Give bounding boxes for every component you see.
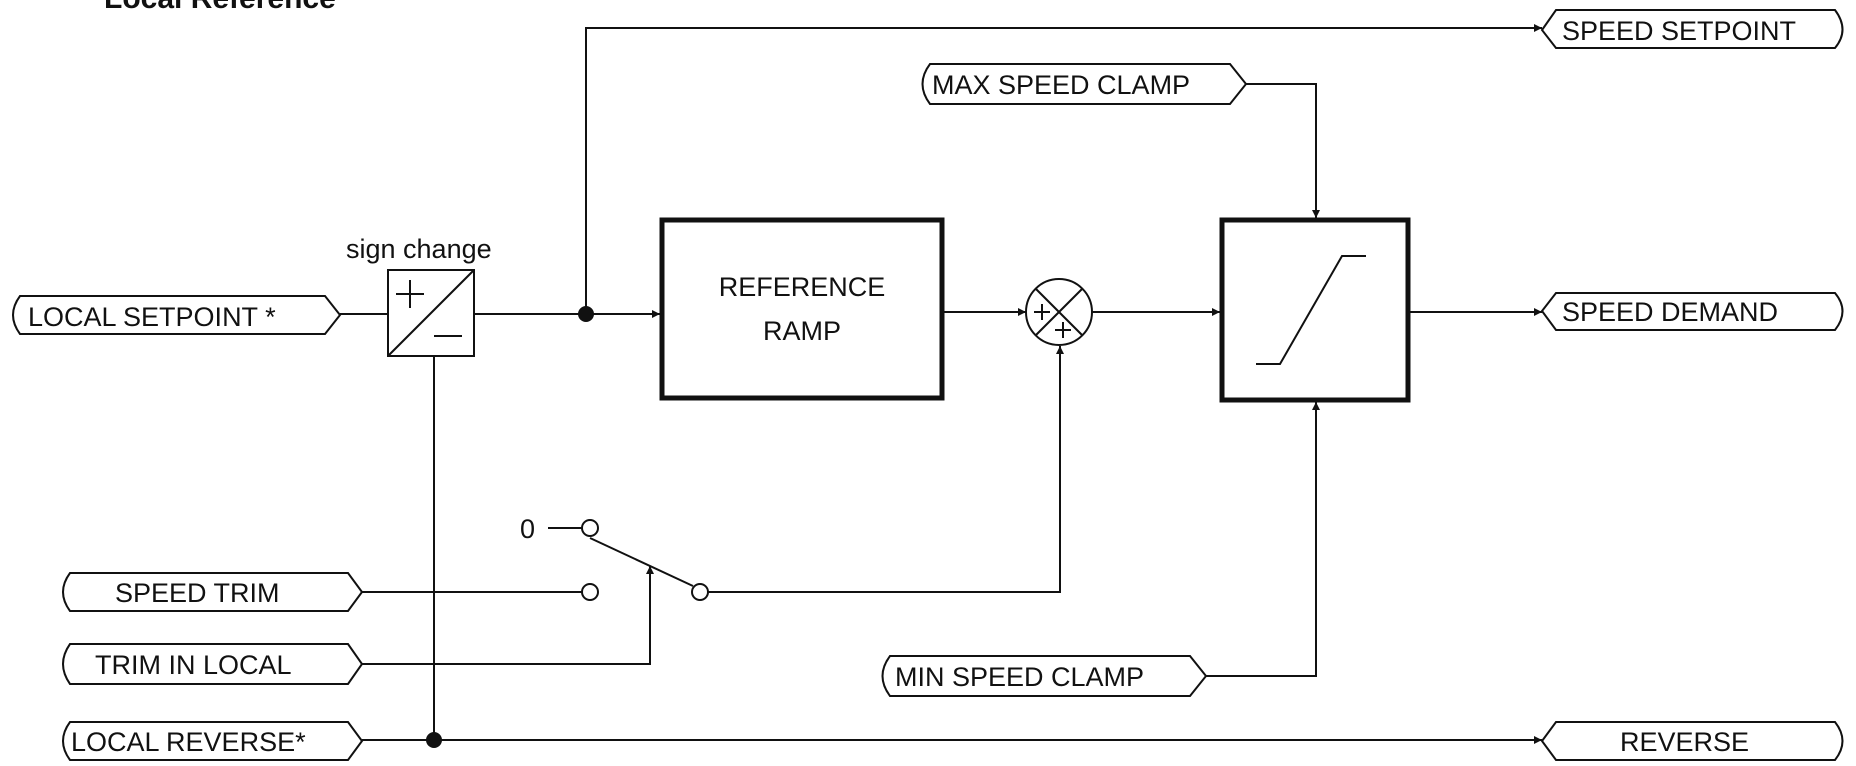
min-speed-clamp-terminal: MIN SPEED CLAMP bbox=[881, 655, 1208, 697]
wire-switch-to-sum bbox=[708, 346, 1064, 593]
min-speed-clamp-label: MIN SPEED CLAMP bbox=[895, 662, 1144, 692]
speed-demand-terminal: SPEED DEMAND bbox=[1540, 292, 1844, 331]
reverse-terminal: REVERSE bbox=[1540, 721, 1844, 761]
sign-change-label: sign change bbox=[346, 234, 492, 264]
local-reverse-label: LOCAL REVERSE* bbox=[71, 727, 306, 757]
max-speed-clamp-label: MAX SPEED CLAMP bbox=[932, 70, 1190, 100]
junction-dot-reverse bbox=[426, 732, 442, 748]
summing-junction bbox=[1025, 278, 1093, 346]
reference-ramp-line2: RAMP bbox=[763, 316, 841, 346]
wire-to-speed-setpoint bbox=[585, 24, 1542, 314]
switch-blade bbox=[589, 537, 694, 587]
switch-contact-zero bbox=[581, 519, 599, 537]
diagram-title: Local Reference bbox=[104, 0, 336, 15]
speed-clamp-block bbox=[1219, 217, 1411, 403]
reference-ramp-line1: REFERENCE bbox=[719, 272, 886, 302]
wire-trim-in-local bbox=[362, 566, 654, 665]
reverse-label: REVERSE bbox=[1620, 727, 1749, 757]
sign-change-block bbox=[387, 269, 475, 357]
local-reverse-terminal: LOCAL REVERSE* bbox=[62, 721, 364, 761]
speed-demand-label: SPEED DEMAND bbox=[1562, 297, 1778, 327]
speed-setpoint-label: SPEED SETPOINT bbox=[1562, 16, 1796, 46]
speed-trim-label: SPEED TRIM bbox=[115, 578, 280, 608]
trim-in-local-label: TRIM IN LOCAL bbox=[95, 650, 292, 680]
trim-switch: 0 bbox=[520, 514, 709, 601]
wire-max-clamp bbox=[1246, 83, 1320, 218]
trim-in-local-terminal: TRIM IN LOCAL bbox=[62, 643, 364, 685]
switch-zero-label: 0 bbox=[520, 514, 535, 544]
wire-min-clamp bbox=[1206, 402, 1320, 677]
switch-common-contact bbox=[691, 583, 709, 601]
speed-trim-terminal: SPEED TRIM bbox=[62, 572, 364, 612]
local-setpoint-label: LOCAL SETPOINT * bbox=[28, 302, 276, 332]
reference-ramp-block bbox=[659, 217, 945, 401]
local-setpoint-terminal: LOCAL SETPOINT * bbox=[12, 295, 342, 335]
max-speed-clamp-terminal: MAX SPEED CLAMP bbox=[921, 63, 1248, 105]
limiter-curve bbox=[1256, 255, 1366, 365]
switch-contact-trim bbox=[581, 583, 599, 601]
speed-setpoint-terminal: SPEED SETPOINT bbox=[1540, 9, 1844, 49]
